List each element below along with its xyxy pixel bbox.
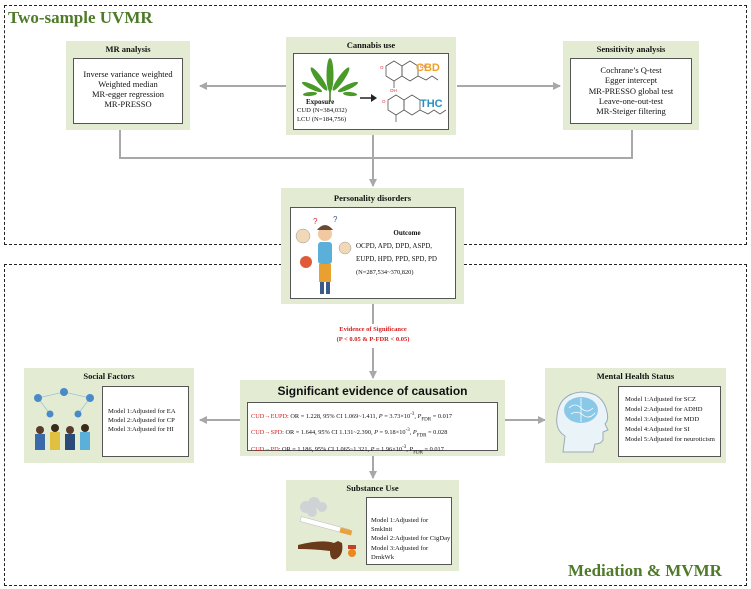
sensitivity-test: Egger intercept [604, 75, 658, 86]
p-label: P [374, 429, 378, 437]
svg-text:?: ? [313, 217, 318, 226]
p-label: P [370, 445, 375, 453]
p-value: = 3.73×10 [382, 413, 411, 421]
p-label: P [378, 413, 383, 421]
social-model: Model 1:Adjusted for EA [108, 408, 176, 415]
svg-text:OH: OH [420, 64, 427, 69]
cannabis-title: Cannabis use [346, 40, 396, 50]
mr-analysis-title: MR analysis [105, 44, 151, 54]
causation-pair: CUD→SPD [251, 429, 283, 437]
sensitivity-test: Leave-one-out-test [598, 95, 664, 106]
mental-model: Model 2:Adjusted for ADHD [625, 406, 703, 413]
causation-panel: Significant evidence of causation CUD→EU… [240, 380, 505, 456]
outcome-label: Outcome [393, 229, 421, 237]
substance-models: Model 1:Adjusted for SmkInit Model 2:Adj… [366, 497, 452, 565]
mr-analysis-panel: MR analysis Inverse variance weighted We… [66, 41, 190, 130]
p-exponent: -3 [405, 428, 410, 434]
mental-models: Model 1:Adjusted for SCZ Model 2:Adjuste… [618, 386, 721, 457]
substance-use-title: Substance Use [346, 483, 399, 493]
causation-row: CUD→PD: OR = 1.186, 95% CI 1.065~1.321, … [251, 444, 444, 456]
cannabis-panel: Cannabis use Exposure CUD (N=384,032) LC… [286, 37, 456, 135]
mr-method: Weighted median [98, 79, 158, 89]
cigarette-pipe-icon [298, 497, 356, 560]
fdr-label: P [412, 429, 417, 437]
mr-method: MR-PRESSO [104, 99, 152, 109]
p-value: = 9.18×10 [377, 429, 406, 437]
fdr-subscript: FDR [421, 417, 432, 423]
mental-model: Model 3:Adjusted for MDD [625, 416, 700, 423]
mental-health-title: Mental Health Status [596, 371, 675, 381]
head-brain-icon [556, 391, 609, 453]
fdr-value: = 0.017 [422, 445, 444, 453]
thc-label: THC [420, 98, 443, 110]
significance-line2: (P < 0.05 & P-FDR < 0.05) [336, 336, 410, 343]
causation-title: Significant evidence of causation [277, 384, 468, 398]
substance-model: Model 1:Adjusted for SmkInit [371, 517, 429, 534]
mr-method: MR-egger regression [92, 89, 164, 99]
svg-text:?: ? [333, 215, 338, 224]
lcu-sample: LCU (N=184,756) [297, 116, 347, 123]
uvmr-section-title: Two-sample UVMR [8, 8, 153, 27]
sensitivity-title: Sensitivity analysis [596, 44, 666, 54]
substance-use-panel: Substance Use Model 1:Adjusted for SmkIn… [286, 480, 459, 571]
mental-model: Model 1:Adjusted for SCZ [625, 396, 696, 403]
sensitivity-test: MR-PRESSO global test [588, 85, 674, 96]
significance-label: Evidence of Significance (P < 0.05 & P-F… [293, 325, 453, 345]
fdr-label: P [417, 413, 422, 421]
mr-method: Inverse variance weighted [83, 69, 173, 79]
people-network-icon [34, 388, 94, 450]
molecule-structure-icon: O OH OH O [380, 60, 447, 122]
substance-model: Model 3:Adjusted for DrnkWk [371, 544, 429, 561]
exposure-label: Exposure [306, 98, 335, 106]
fdr-label: P [409, 445, 414, 453]
social-factors-title: Social Factors [83, 371, 135, 381]
cbd-label: CBD [416, 62, 440, 74]
causation-results: CUD→EUPD: OR = 1.228, 95% CI 1.069~1.411… [247, 402, 498, 455]
causation-pair: CUD→EUPD [251, 413, 288, 421]
mental-model: Model 4:Adjusted for SI [625, 426, 690, 433]
social-factors-panel: Social Factors Model 1:Adjusted for EA M… [24, 368, 194, 463]
social-model: Model 3:Adjusted for HI [108, 426, 174, 434]
mvmr-section-title: Mediation & MVMR [568, 561, 722, 580]
arrow-right-icon [360, 94, 377, 102]
svg-text:O: O [382, 99, 386, 104]
p-value: = 1.96×10 [374, 445, 403, 453]
personality-title: Personality disorders [333, 193, 412, 203]
person-masks-illustration-icon: ? ? [295, 215, 352, 294]
significance-line1: Evidence of Significance [339, 326, 407, 333]
causation-or: : OR = 1.644, 95% CI 1.131~2.390, [282, 429, 375, 437]
sensitivity-panel: Sensitivity analysis Cochrane’s Q-test E… [563, 41, 699, 130]
causation-or: : OR = 1.228, 95% CI 1.069~1.411, [287, 413, 379, 421]
fdr-subscript: FDR [413, 450, 423, 456]
causation-row: CUD→SPD: OR = 1.644, 95% CI 1.131~2.390,… [251, 428, 448, 439]
personality-panel: Personality disorders ? ? Outcome OCPD, … [281, 188, 464, 304]
outcome-list-line1: OCPD, APD, DPD, ASPD, [356, 242, 433, 250]
cannabis-content: Exposure CUD (N=384,032) LCU (N=184,756)… [293, 53, 449, 130]
fdr-subscript: FDR [416, 433, 427, 439]
causation-or: : OR = 1.186, 95% CI 1.065~1.321, [278, 445, 371, 453]
svg-text:OH: OH [390, 88, 397, 93]
causation-pair: CUD→PD [251, 445, 279, 453]
mr-analysis-methods: Inverse variance weighted Weighted media… [73, 58, 183, 124]
fdr-value: = 0.017 [431, 413, 453, 421]
mental-health-panel: Mental Health Status Model 1:Adjusted fo… [545, 368, 726, 463]
sensitivity-test: MR-Steiger filtering [596, 106, 666, 117]
outcome-list-line2: EUPD, HPD, PPD, SPD, PD [356, 255, 437, 263]
causation-row: CUD→EUPD: OR = 1.228, 95% CI 1.069~1.411… [251, 412, 453, 423]
social-models: Model 1:Adjusted for EA Model 2:Adjusted… [102, 386, 189, 457]
sensitivity-tests: Cochrane’s Q-test Egger intercept MR-PRE… [570, 58, 692, 124]
personality-content: ? ? Outcome OCPD, APD, DPD, ASPD, EUPD, … [290, 207, 456, 299]
outcome-sample: (N=287,534~370,820) [356, 269, 414, 276]
substance-model: Model 2:Adjusted for CigDay [371, 535, 451, 543]
fdr-value: = 0.028 [426, 429, 448, 437]
cud-sample: CUD (N=384,032) [297, 107, 347, 114]
svg-text:O: O [380, 65, 384, 70]
p-exponent: -3 [410, 412, 415, 417]
cannabis-leaf-icon [301, 58, 359, 101]
mental-model: Model 5:Adjusted for neuroticism [625, 436, 715, 443]
p-exponent: -3 [402, 444, 407, 450]
sensitivity-test: Cochrane’s Q-test [600, 65, 662, 75]
social-model: Model 2:Adjusted for CP [108, 417, 175, 425]
